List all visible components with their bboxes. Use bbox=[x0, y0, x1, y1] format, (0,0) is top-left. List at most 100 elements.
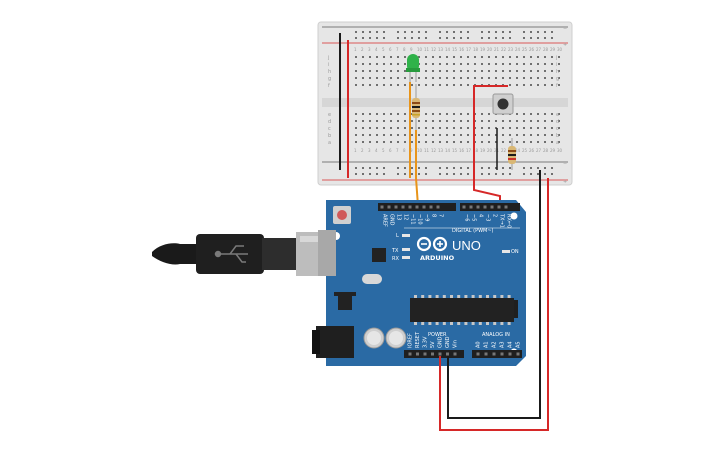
rx-led-label: RX bbox=[392, 256, 399, 262]
header-pin[interactable] bbox=[422, 205, 426, 209]
column-number: 7 bbox=[396, 47, 399, 52]
header-pin[interactable] bbox=[401, 205, 405, 209]
button-resistor[interactable] bbox=[508, 138, 516, 170]
pin-label: 5V bbox=[430, 341, 436, 348]
header-pin[interactable] bbox=[492, 352, 496, 356]
breadboard-hole bbox=[509, 141, 511, 143]
breadboard-hole bbox=[397, 63, 399, 65]
header-pin[interactable] bbox=[516, 352, 520, 356]
column-number: 20 bbox=[487, 47, 493, 52]
row-letter: a bbox=[556, 140, 559, 146]
dc-power-jack[interactable] bbox=[316, 326, 354, 358]
breadboard-hole bbox=[425, 70, 427, 72]
breadboard-labels: 1122334455667788991010111112121313141415… bbox=[327, 47, 563, 153]
header-pin[interactable] bbox=[462, 205, 466, 209]
header-pin[interactable] bbox=[490, 205, 494, 209]
header-pin[interactable] bbox=[408, 205, 412, 209]
red-wire-button-to-pin2[interactable] bbox=[473, 85, 508, 206]
chip-legs bbox=[414, 295, 511, 325]
breadboard-hole bbox=[362, 134, 364, 136]
rail-hole bbox=[376, 37, 378, 39]
resistor-band bbox=[412, 102, 420, 104]
breadboard[interactable]: − + − + 11223344556677889910101111121213… bbox=[317, 21, 573, 186]
capacitor-top bbox=[389, 331, 403, 345]
column-number: 3 bbox=[368, 47, 371, 52]
usb-cable[interactable] bbox=[152, 232, 330, 276]
pin-label: A3 bbox=[500, 341, 506, 348]
header-pin[interactable] bbox=[453, 352, 457, 356]
breadboard-hole bbox=[453, 70, 455, 72]
header-pin[interactable] bbox=[416, 352, 419, 356]
breadboard-hole bbox=[495, 63, 497, 65]
capacitor-top bbox=[367, 331, 381, 345]
led-resistor[interactable] bbox=[412, 84, 420, 130]
header-pin[interactable] bbox=[380, 205, 384, 209]
column-number: 30 bbox=[557, 47, 563, 52]
rx-led bbox=[402, 256, 410, 259]
header-pin[interactable] bbox=[446, 352, 449, 356]
usb-chip bbox=[372, 248, 386, 262]
black-wire-gnd-to-rail[interactable] bbox=[447, 170, 541, 419]
pushbutton[interactable] bbox=[492, 93, 514, 115]
breadboard-hole bbox=[425, 134, 427, 136]
rail-hole bbox=[460, 167, 462, 169]
chip-leg bbox=[414, 322, 417, 325]
header-pin[interactable] bbox=[436, 205, 440, 209]
header-pin[interactable] bbox=[408, 352, 412, 356]
rail-hole bbox=[425, 31, 427, 33]
breadboard-hole bbox=[376, 113, 378, 115]
pin-label: ~5 bbox=[471, 214, 477, 221]
chip-leg bbox=[464, 322, 468, 325]
breadboard-hole bbox=[495, 77, 497, 79]
header-pin[interactable] bbox=[476, 352, 480, 356]
header-pin[interactable] bbox=[484, 352, 488, 356]
breadboard-hole bbox=[376, 70, 378, 72]
header-pin[interactable] bbox=[394, 205, 398, 209]
rail-hole bbox=[467, 31, 469, 33]
header-pin[interactable] bbox=[508, 352, 512, 356]
breadboard-hole bbox=[369, 127, 371, 129]
rail-hole bbox=[453, 31, 455, 33]
header-pin[interactable] bbox=[431, 352, 434, 356]
rail-hole bbox=[355, 37, 357, 39]
header-pin[interactable] bbox=[438, 352, 442, 356]
rail-hole bbox=[530, 167, 532, 169]
header-pin[interactable] bbox=[476, 205, 480, 209]
header-pin[interactable] bbox=[500, 352, 504, 356]
breadboard-hole bbox=[404, 141, 406, 143]
regulator bbox=[338, 296, 352, 310]
breadboard-hole bbox=[537, 84, 539, 86]
breadboard-hole bbox=[362, 56, 364, 58]
breadboard-hole bbox=[544, 120, 546, 122]
breadboard-hole bbox=[404, 77, 406, 79]
header-pin[interactable] bbox=[415, 205, 419, 209]
rail-hole bbox=[509, 37, 511, 39]
breadboard-hole bbox=[355, 113, 357, 115]
header-pin[interactable] bbox=[497, 205, 501, 209]
header-pin[interactable] bbox=[504, 205, 508, 209]
breadboard-hole bbox=[418, 120, 420, 122]
breadboard-hole bbox=[404, 127, 406, 129]
pin-label: 13 bbox=[396, 214, 402, 220]
orange-wire-resistor[interactable] bbox=[415, 130, 419, 207]
header-pin[interactable] bbox=[429, 205, 433, 209]
header-pin[interactable] bbox=[469, 205, 473, 209]
chip-leg bbox=[507, 322, 511, 325]
breadboard-hole bbox=[544, 70, 546, 72]
breadboard-hole bbox=[481, 70, 483, 72]
header-pin[interactable] bbox=[483, 205, 487, 209]
l-led bbox=[402, 234, 410, 237]
red-wire-5v-to-rail[interactable] bbox=[439, 178, 549, 431]
column-number: 15 bbox=[452, 47, 458, 52]
breadboard-hole bbox=[446, 141, 448, 143]
led-green[interactable] bbox=[406, 54, 420, 82]
breadboard-hole bbox=[369, 70, 371, 72]
breadboard-hole bbox=[383, 120, 385, 122]
header-pin[interactable] bbox=[423, 352, 427, 356]
header-pin[interactable] bbox=[387, 205, 391, 209]
column-number: 22 bbox=[501, 148, 507, 153]
rail-hole bbox=[467, 37, 469, 39]
rail-hole bbox=[467, 173, 469, 175]
breadboard-hole bbox=[467, 134, 469, 136]
